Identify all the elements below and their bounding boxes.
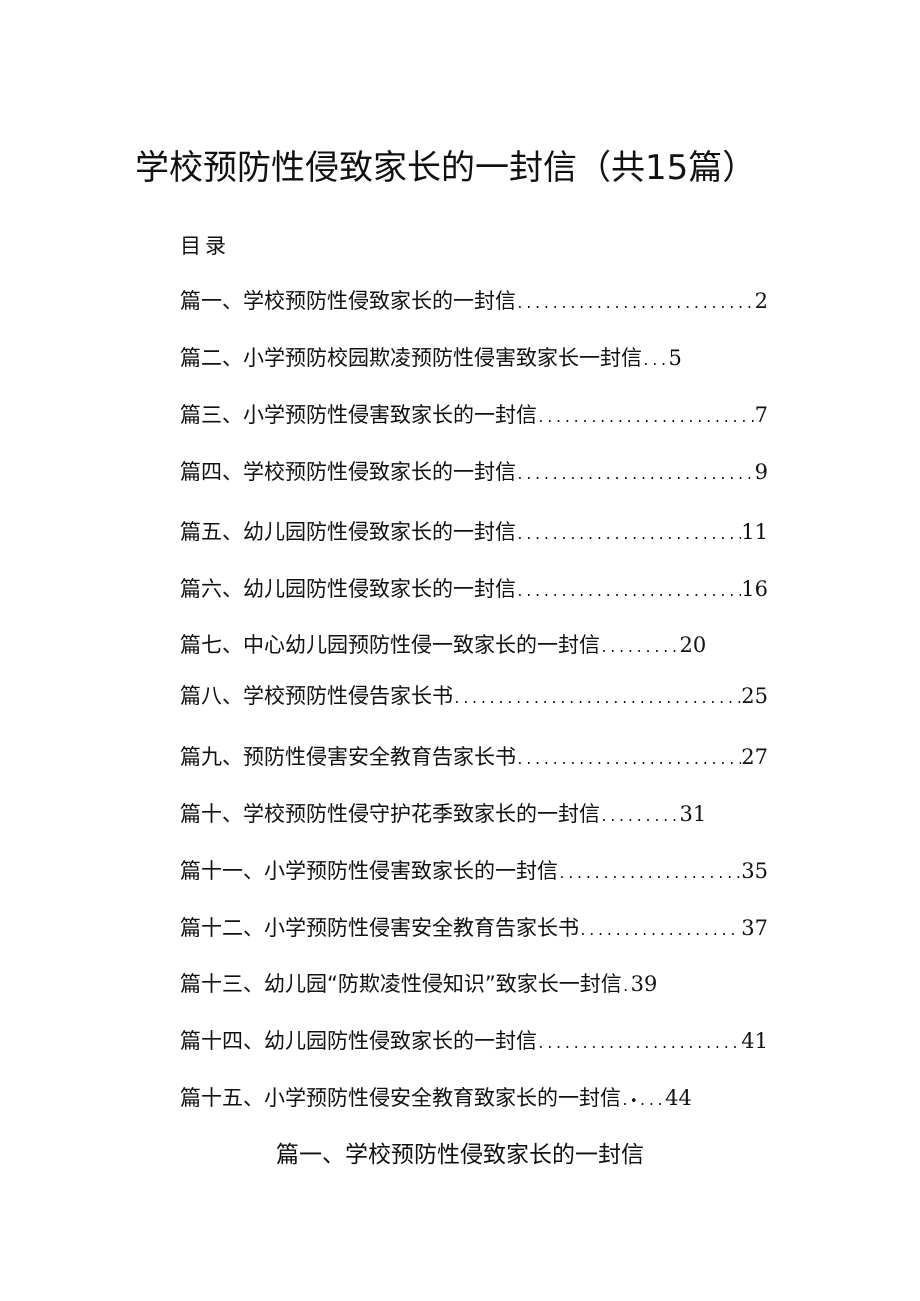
toc-entry-title: 篇九、预防性侵害安全教育告家长书 [180,745,516,769]
toc-entry-title: 篇一、学校预防性侵致家长的一封信 [180,289,516,313]
toc-dot-leader: .............................. [537,1037,741,1052]
toc-entry-title: 篇三、小学预防性侵害致家长的一封信 [180,403,537,427]
toc-dot-leader: .................................... [516,468,755,483]
toc-dot-leader: ......... [600,810,680,825]
toc-dot-leader: .•... [621,1094,666,1109]
toc-entry[interactable]: 篇二、小学预防校园欺凌预防性侵害致家长一封信 ... 5 [180,341,768,375]
toc-page-number: 31 [679,802,707,826]
toc-entry-title: 篇十三、幼儿园“防欺凌性侵知识”致家长一封信 [180,972,622,996]
toc-dot-leader: ........................................… [453,692,741,707]
toc-entry-title: 篇十一、小学预防性侵害致家长的一封信 [180,859,558,883]
section-heading: 篇一、学校预防性侵致家长的一封信 [276,1142,644,1168]
document-title: 学校预防性侵致家长的一封信（共15篇） [135,148,757,188]
toc-dot-leader: ......... [600,641,680,656]
toc-entry[interactable]: 篇五、幼儿园防性侵致家长的一封信 .......................… [180,515,768,549]
toc-entry[interactable]: 篇四、学校预防性侵致家长的一封信 .......................… [180,455,768,489]
toc-dot-leader: .................................. [516,585,741,600]
toc-entry[interactable]: 篇六、幼儿园防性侵致家长的一封信 .......................… [180,572,768,606]
toc-page-number: 41 [741,1029,768,1053]
toc-entry-title: 篇二、小学预防校园欺凌预防性侵害致家长一封信 [180,346,642,370]
toc-page-number: 37 [741,916,768,940]
toc-entry-title: 篇十五、小学预防性侵安全教育致家长的一封信 [180,1086,621,1110]
toc-entry-title: 篇四、学校预防性侵致家长的一封信 [180,460,516,484]
toc-entry[interactable]: 篇一、学校预防性侵致家长的一封信 .......................… [180,284,768,318]
toc-dot-leader: .................................... [516,297,755,312]
toc-page-number: 2 [754,289,768,313]
toc-entry-title: 篇十、学校预防性侵守护花季致家长的一封信 [180,802,600,826]
toc-entry-title: 篇六、幼儿园防性侵致家长的一封信 [180,577,516,601]
toc-page-number: 39 [630,972,658,996]
toc-entry-title: 篇十四、幼儿园防性侵致家长的一封信 [180,1029,537,1053]
toc-entry-title: 篇八、学校预防性侵告家长书 [180,684,453,708]
toc-page-number: 35 [741,859,768,883]
toc-page-number: 44 [665,1086,692,1110]
toc-page-number: 9 [754,460,768,484]
toc-heading: 目录 [180,234,230,258]
toc-entry[interactable]: 篇九、预防性侵害安全教育告家长书 .......................… [180,740,768,774]
toc-page-number: 27 [741,745,768,769]
toc-dot-leader: .......................... [558,867,741,882]
toc-dot-leader: ................................ [537,411,755,426]
toc-entry[interactable]: 篇七、中心幼儿园预防性侵一致家长的一封信 ......... 20 [180,628,768,662]
toc-dot-leader: . [621,980,631,995]
toc-dot-leader: .................................. [516,528,741,543]
toc-entry[interactable]: 篇十五、小学预防性侵安全教育致家长的一封信 .•... 44 [180,1081,768,1115]
toc-entry[interactable]: 篇三、小学预防性侵害致家长的一封信 ......................… [180,398,768,432]
toc-entry[interactable]: 篇十三、幼儿园“防欺凌性侵知识”致家长一封信 . 39 [180,967,768,1001]
toc-entry[interactable]: 篇十四、幼儿园防性侵致家长的一封信 ......................… [180,1024,768,1058]
toc-page-number: 20 [679,633,707,657]
toc-entry[interactable]: 篇十一、小学预防性侵害致家长的一封信 .....................… [180,854,768,888]
toc-page-number: 16 [741,577,768,601]
toc-entry-title: 篇十二、小学预防性侵害安全教育告家长书 [180,916,579,940]
toc-page-number: 7 [754,403,768,427]
toc-page-number: 5 [668,346,682,370]
toc-entry[interactable]: 篇十二、小学预防性侵害安全教育告家长书 ....................… [180,911,768,945]
toc-page-number: 11 [741,520,768,544]
toc-entry[interactable]: 篇十、学校预防性侵守护花季致家长的一封信 ......... 31 [180,797,768,831]
toc-entry[interactable]: 篇八、学校预防性侵告家长书 ..........................… [180,679,768,713]
toc-dot-leader: .................... [579,924,742,939]
toc-entry-title: 篇五、幼儿园防性侵致家长的一封信 [180,520,516,544]
toc-page-number: 25 [741,684,768,708]
toc-dot-leader: .................................. [516,753,741,768]
toc-entry-title: 篇七、中心幼儿园预防性侵一致家长的一封信 [180,633,600,657]
toc-dot-leader: ... [642,354,669,369]
